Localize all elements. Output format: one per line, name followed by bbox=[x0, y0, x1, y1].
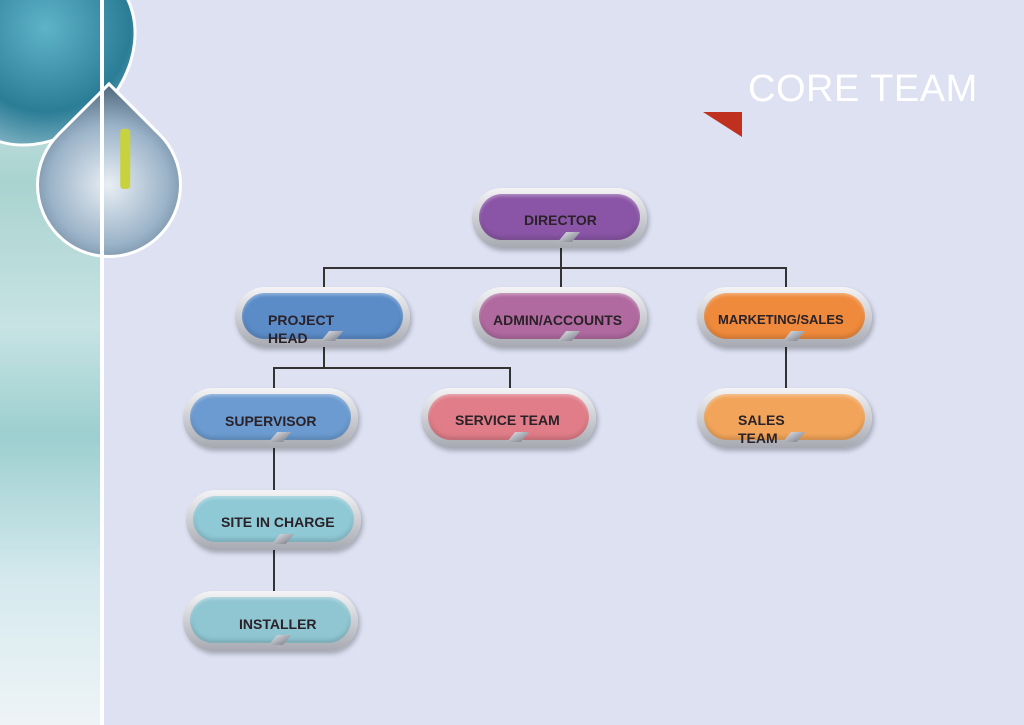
slide-title: CORE TEAM bbox=[748, 68, 978, 110]
node-marketing-sales: MARKETING/SALES bbox=[697, 287, 872, 347]
connector bbox=[560, 248, 562, 268]
node-service-team: SERVICE TEAM bbox=[421, 388, 596, 448]
node-fill bbox=[704, 293, 865, 339]
connector bbox=[323, 267, 787, 269]
node-label: MARKETING/SALES bbox=[718, 312, 844, 327]
node-site-in-charge: SITE IN CHARGE bbox=[186, 490, 361, 550]
node-fill bbox=[190, 394, 351, 440]
node-fill bbox=[242, 293, 403, 339]
connector bbox=[273, 367, 511, 369]
connector bbox=[273, 550, 275, 592]
node-fill bbox=[428, 394, 589, 440]
node-admin-accounts: ADMIN/ACCOUNTS bbox=[472, 287, 647, 347]
node-fill bbox=[193, 496, 354, 542]
node-fill bbox=[479, 194, 640, 240]
node-label: SALES TEAM bbox=[738, 412, 785, 446]
connector bbox=[560, 267, 562, 288]
node-label: SUPERVISOR bbox=[225, 413, 317, 429]
node-label: DIRECTOR bbox=[524, 212, 597, 228]
node-fill bbox=[479, 293, 640, 339]
connector bbox=[273, 367, 275, 389]
node-director: DIRECTOR bbox=[472, 188, 647, 248]
node-label: INSTALLER bbox=[239, 616, 317, 632]
connector bbox=[273, 448, 275, 491]
connector bbox=[323, 347, 325, 368]
node-label: SERVICE TEAM bbox=[455, 412, 560, 428]
node-project-head: PROJECT HEAD bbox=[235, 287, 410, 347]
node-label: PROJECT HEAD bbox=[268, 312, 335, 346]
connector bbox=[785, 347, 787, 389]
connector bbox=[785, 267, 787, 288]
accent-triangle bbox=[703, 112, 742, 137]
node-label: SITE IN CHARGE bbox=[221, 514, 335, 530]
node-fill bbox=[190, 597, 351, 643]
node-fill bbox=[704, 394, 865, 440]
iv-tube bbox=[120, 128, 131, 189]
divider bbox=[100, 0, 104, 725]
node-sales-team: SALES TEAM bbox=[697, 388, 872, 448]
node-label: ADMIN/ACCOUNTS bbox=[493, 312, 623, 328]
node-supervisor: SUPERVISOR bbox=[183, 388, 358, 448]
node-installer: INSTALLER bbox=[183, 591, 358, 651]
connector bbox=[509, 367, 511, 389]
connector bbox=[323, 267, 325, 288]
